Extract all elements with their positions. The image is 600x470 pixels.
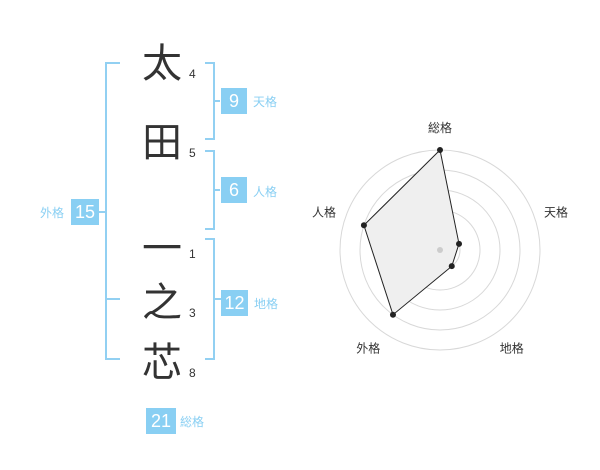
radar-axis-label-4: 人格 bbox=[312, 204, 336, 219]
jinkaku-value: 6 bbox=[228, 179, 239, 200]
soukaku-value: 21 bbox=[150, 410, 172, 431]
radar-axis-label-0: 総格 bbox=[428, 120, 452, 135]
gaikaku-bracket-tick-mid bbox=[105, 298, 120, 300]
gaikaku-value: 15 bbox=[74, 201, 96, 222]
chikaku-value: 12 bbox=[224, 292, 245, 313]
radar-axis-label-2: 地格 bbox=[500, 341, 524, 356]
chikaku-label: 地格 bbox=[254, 297, 279, 311]
kanji-char-5: 芯 bbox=[142, 340, 182, 386]
tenkaku-bracket bbox=[205, 62, 215, 140]
radar-point-3 bbox=[389, 311, 396, 318]
kanji-char-3: 一 bbox=[142, 226, 182, 272]
radar-center-dot bbox=[437, 247, 443, 253]
jinkaku-value-box: 6 bbox=[221, 177, 247, 203]
radar-point-0 bbox=[437, 147, 443, 153]
stroke-count-1: 4 bbox=[189, 67, 196, 81]
radar-axis-label-3: 外格 bbox=[356, 341, 380, 356]
tenkaku-label: 天格 bbox=[253, 95, 278, 109]
radar-point-1 bbox=[456, 240, 463, 247]
stroke-count-4: 3 bbox=[189, 306, 196, 320]
radar-point-2 bbox=[448, 263, 455, 270]
stroke-count-3: 1 bbox=[189, 247, 196, 261]
tenkaku-bracket-tick bbox=[215, 100, 220, 102]
jinkaku-bracket bbox=[205, 150, 215, 230]
gaikaku-value-box: 15 bbox=[71, 199, 99, 225]
chikaku-value-box: 12 bbox=[221, 290, 248, 316]
tenkaku-value: 9 bbox=[228, 90, 239, 111]
gaikaku-label: 外格 bbox=[40, 206, 65, 220]
gaikaku-bracket bbox=[105, 62, 120, 360]
soukaku-value-box: 21 bbox=[146, 408, 176, 434]
kanji-char-4: 之 bbox=[142, 280, 182, 326]
radar-points bbox=[360, 147, 463, 318]
kanji-char-2: 田 bbox=[142, 120, 182, 166]
radar-point-4 bbox=[360, 222, 367, 229]
radar-polygon bbox=[363, 148, 460, 316]
chikaku-bracket-tick bbox=[215, 298, 225, 300]
tenkaku-value-box: 9 bbox=[221, 88, 247, 114]
soukaku-label: 総格 bbox=[180, 415, 205, 429]
jinkaku-label: 人格 bbox=[253, 185, 278, 199]
stroke-count-2: 5 bbox=[189, 146, 196, 160]
kanji-char-1: 太 bbox=[142, 41, 182, 87]
stroke-count-5: 8 bbox=[189, 366, 196, 380]
radar-axis-label-1: 天格 bbox=[544, 204, 568, 219]
chikaku-bracket bbox=[205, 238, 215, 360]
jinkaku-bracket-tick bbox=[215, 189, 220, 191]
gaikaku-bracket-tick bbox=[99, 211, 107, 213]
